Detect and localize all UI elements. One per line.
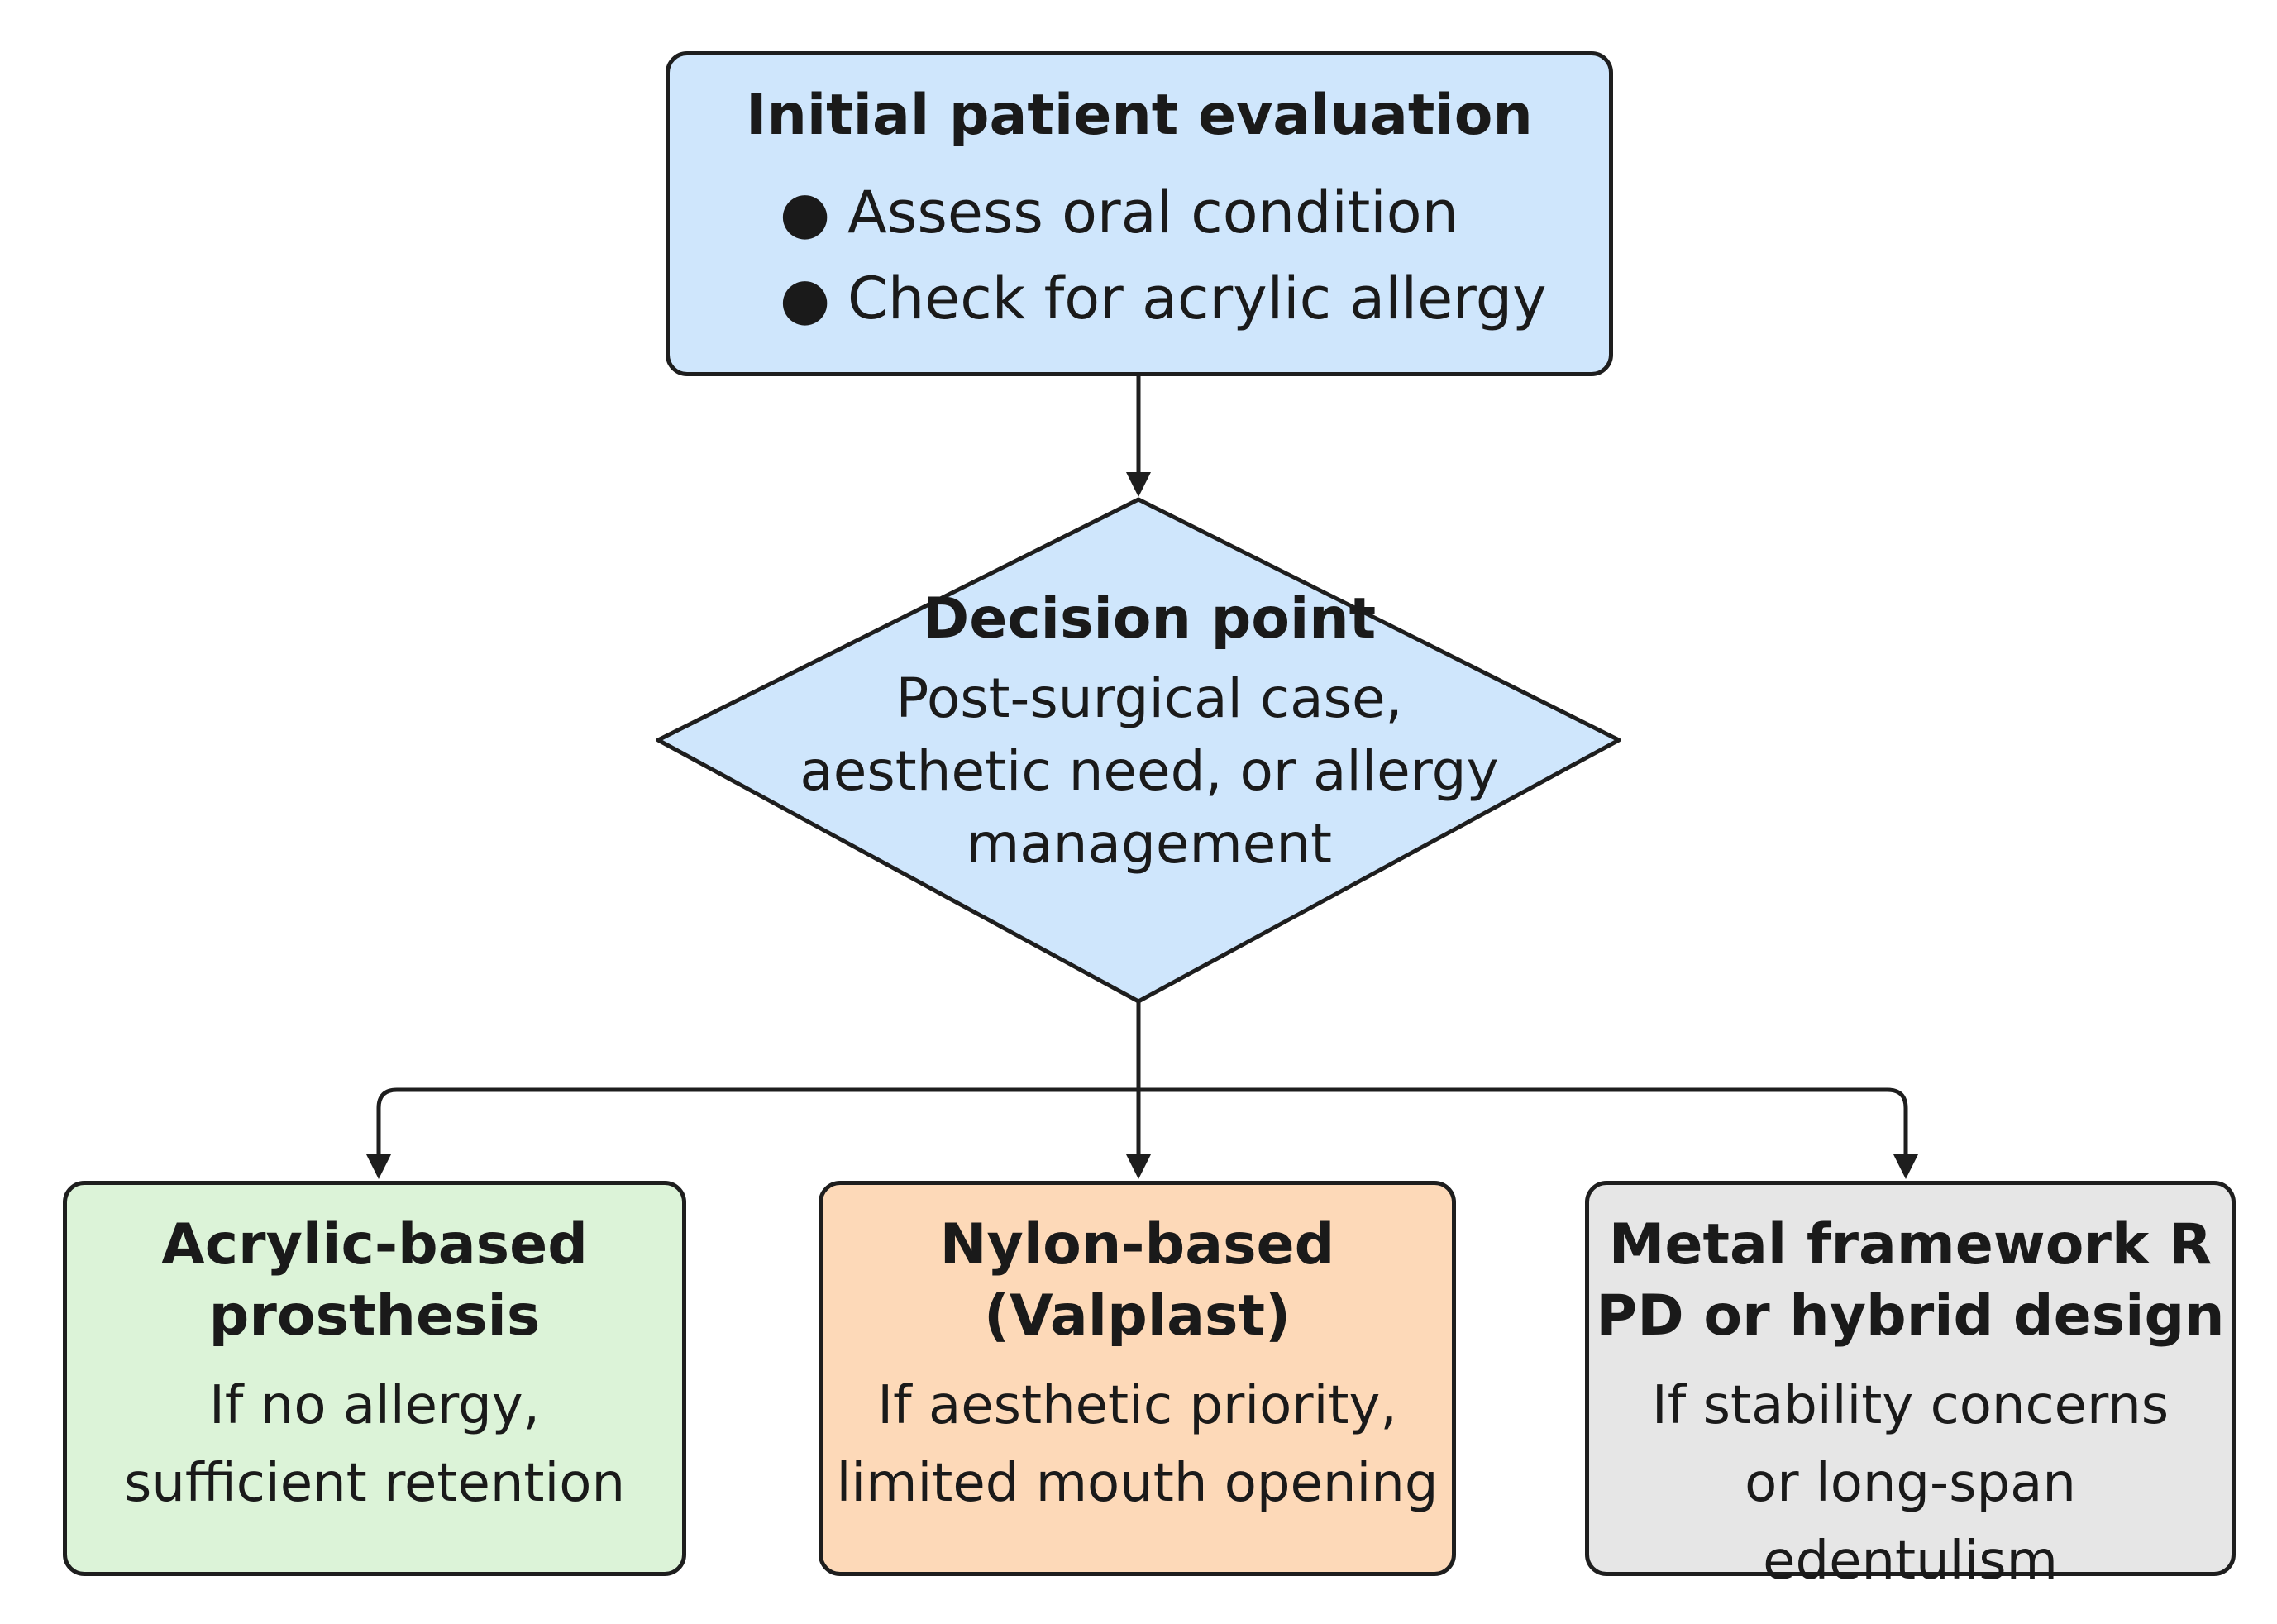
acrylic-option-condition: If no allergy, sufficient retention bbox=[123, 1375, 626, 1514]
decision-point-label: Decision point Post-surgical case, aesth… bbox=[794, 583, 1505, 881]
metal-option-condition: If stability concerns or long-span edent… bbox=[1651, 1375, 2170, 1592]
acrylic-option-box: Acrylic-based prosthesis If no allergy, … bbox=[63, 1181, 686, 1576]
nylon-option-condition: If aesthetic priority, limited mouth ope… bbox=[836, 1375, 1439, 1514]
branch-connector-horizontal bbox=[376, 1087, 1908, 1173]
initial-evaluation-box: Initial patient evaluation ●Assess oral … bbox=[666, 51, 1613, 376]
initial-evaluation-title: Initial patient evaluation bbox=[746, 83, 1533, 148]
metal-option-box: Metal framework R PD or hybrid design If… bbox=[1585, 1181, 2236, 1592]
nylon-option-box: Nylon-based (Valplast) If aesthetic prio… bbox=[819, 1181, 1456, 1576]
nylon-option-title: Nylon-based (Valplast) bbox=[939, 1212, 1335, 1349]
decision-title: Decision point bbox=[922, 586, 1377, 652]
evaluation-item: ●Assess oral condition bbox=[773, 170, 1609, 256]
evaluation-checklist: ●Assess oral condition ●Check for acryli… bbox=[670, 170, 1609, 342]
acrylic-option-title: Acrylic-based prosthesis bbox=[161, 1212, 588, 1349]
bullet-icon: ● bbox=[780, 179, 831, 246]
metal-option-title: Metal framework R PD or hybrid design bbox=[1596, 1212, 2225, 1349]
evaluation-item: ●Check for acrylic allergy bbox=[773, 256, 1609, 342]
decision-criteria: Post-surgical case, aesthetic need, or a… bbox=[800, 666, 1499, 876]
bullet-icon: ● bbox=[780, 265, 831, 332]
